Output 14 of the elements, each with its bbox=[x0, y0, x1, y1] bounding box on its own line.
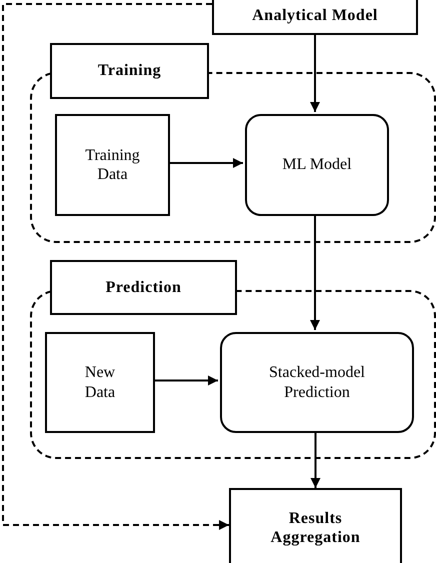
arrow bbox=[153, 376, 218, 386]
process-box: Training Data bbox=[55, 114, 170, 216]
heading-box: Prediction bbox=[50, 260, 237, 315]
arrow bbox=[310, 35, 320, 112]
arrow bbox=[2, 3, 229, 530]
heading-box: Analytical Model bbox=[212, 0, 418, 35]
heading-box: Training bbox=[50, 43, 209, 99]
arrow bbox=[168, 158, 243, 168]
arrow bbox=[310, 431, 320, 488]
rounded-process-box: Stacked-model Prediction bbox=[220, 332, 414, 433]
process-box: New Data bbox=[45, 332, 155, 433]
heading-box: Results Aggregation bbox=[229, 488, 402, 563]
rounded-process-box: ML Model bbox=[245, 114, 389, 216]
arrow bbox=[310, 214, 320, 330]
